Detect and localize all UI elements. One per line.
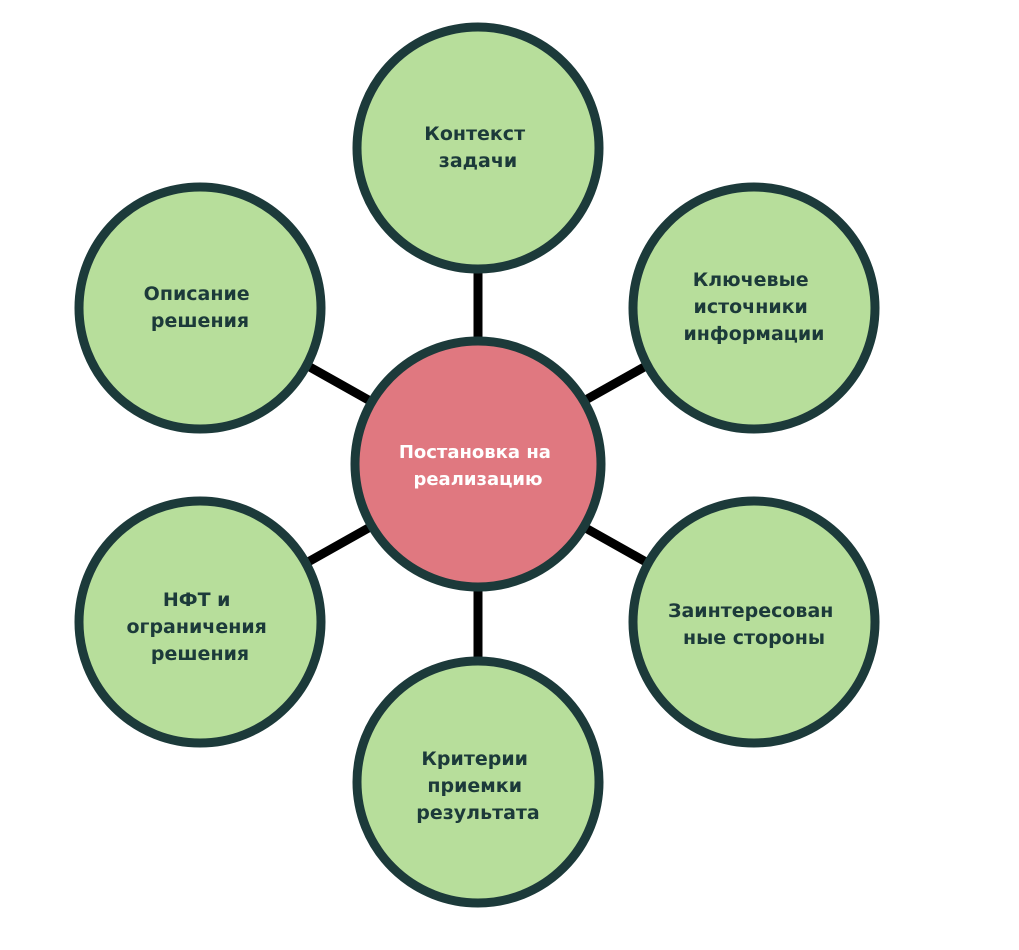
node-context-line: Контекст	[424, 123, 525, 145]
node-stakeholders: Заинтересован ные стороны	[628, 496, 880, 748]
node-sources-line: источники	[694, 296, 808, 318]
node-stakeholders-line: Заинтересован	[668, 600, 833, 622]
center-node-line: реализацию	[413, 469, 542, 490]
node-solution-line: Описание	[144, 283, 250, 305]
node-nfr: НФТ и ограничения решения	[74, 496, 326, 748]
node-sources-line: информации	[683, 323, 824, 345]
center-node-circle	[350, 336, 606, 592]
node-sources: Ключевые источники информации	[628, 182, 880, 434]
connector-stakeholders	[579, 522, 649, 566]
node-criteria: Критерии приемки результата	[352, 656, 604, 908]
node-nfr-circle	[74, 496, 326, 748]
node-criteria-line: Критерии	[421, 748, 528, 770]
connectors	[305, 272, 649, 660]
node-stakeholders-label: Заинтересован ные стороны	[668, 600, 840, 649]
node-criteria-label: Критерии приемки результата	[416, 748, 540, 824]
node-context-label: Контекст задачи	[424, 123, 531, 172]
center-node-label: Постановка на реализацию	[399, 442, 557, 490]
node-nfr-line: НФТ и	[163, 589, 231, 611]
center-node: Постановка на реализацию	[350, 336, 606, 592]
node-nfr-label: НФТ и ограничения решения	[126, 589, 273, 665]
node-nfr-line: решения	[151, 643, 249, 665]
center-node-line: Постановка на	[399, 442, 551, 463]
node-criteria-circle	[352, 656, 604, 908]
node-sources-circle	[628, 182, 880, 434]
node-sources-line: Ключевые	[693, 269, 809, 291]
node-context-circle	[352, 22, 604, 274]
node-stakeholders-circle	[628, 496, 880, 748]
connector-nfr	[305, 522, 375, 566]
node-solution-label: Описание решения	[144, 283, 257, 332]
node-nfr-line: ограничения	[126, 616, 266, 638]
node-stakeholders-line: ные стороны	[683, 627, 825, 649]
node-criteria-line: приемки	[427, 775, 522, 797]
connector-sources	[579, 362, 649, 406]
node-solution-line: решения	[151, 310, 249, 332]
connector-solution	[305, 362, 375, 406]
node-context-line: задачи	[439, 150, 517, 172]
node-criteria-line: результата	[416, 802, 540, 824]
node-solution-circle	[74, 182, 326, 434]
node-context: Контекст задачи	[352, 22, 604, 274]
node-sources-label: Ключевые источники информации	[683, 269, 824, 345]
node-solution: Описание решения	[74, 182, 326, 434]
